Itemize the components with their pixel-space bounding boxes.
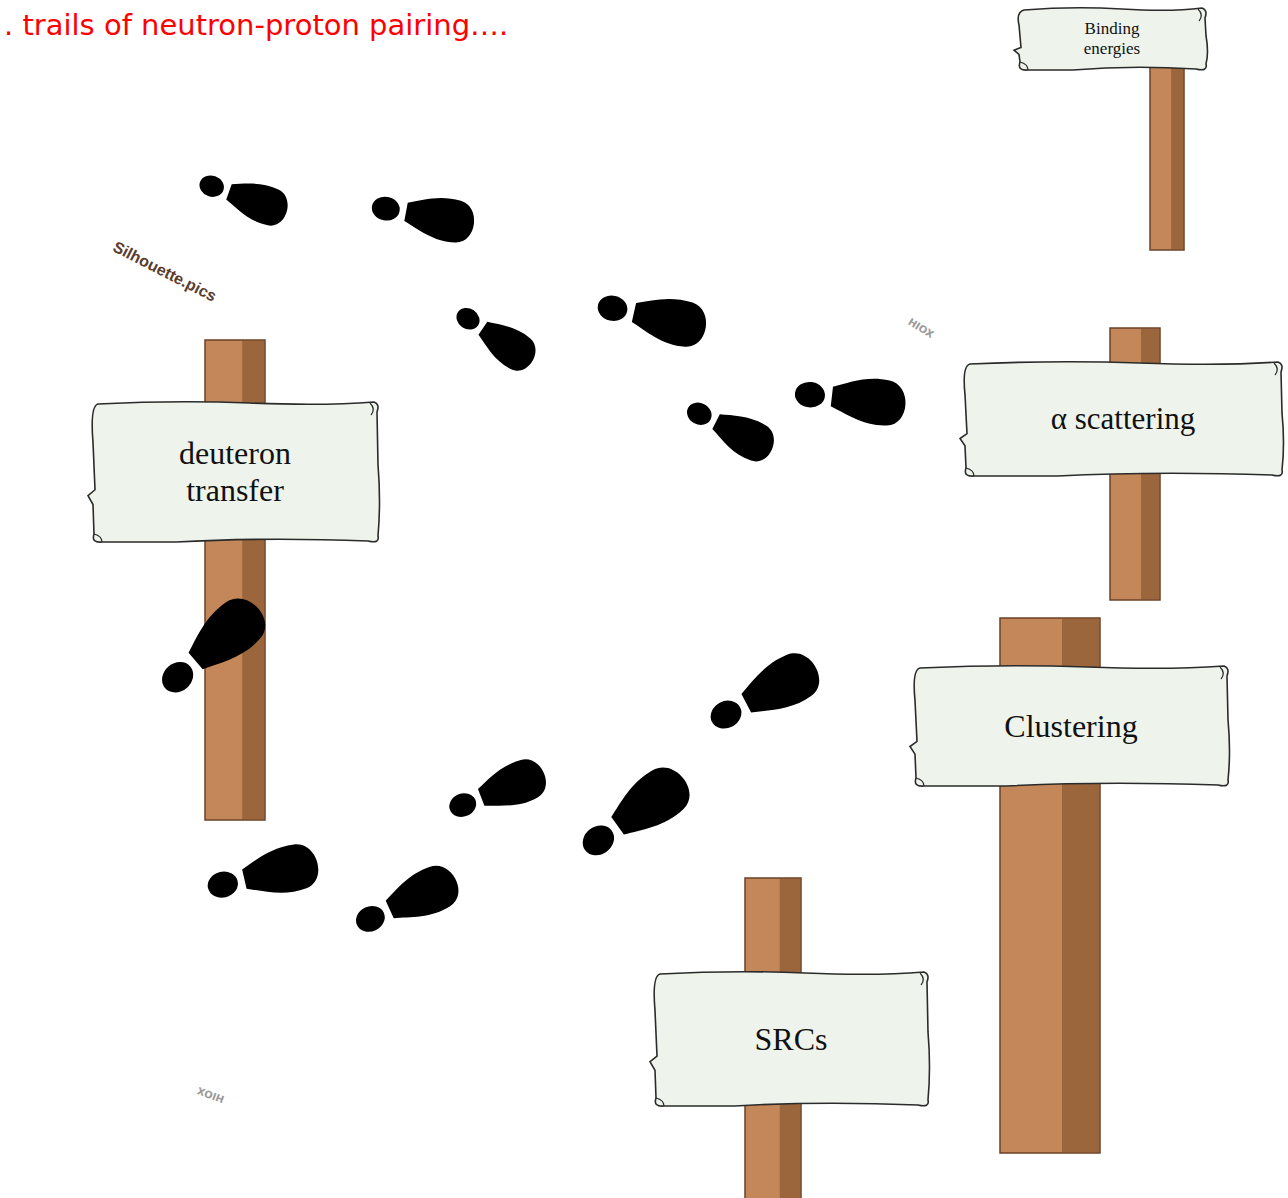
footprint-sole <box>239 840 322 902</box>
footprint-heel <box>352 901 389 936</box>
footprint <box>792 370 908 428</box>
footprint-heel <box>446 789 480 820</box>
footprint-heel <box>156 656 199 699</box>
footprint <box>194 164 293 231</box>
board-outline <box>910 666 1230 786</box>
footprint <box>448 296 543 377</box>
footprint <box>148 589 274 707</box>
signboard: α scattering <box>960 358 1286 480</box>
footprint <box>368 184 478 246</box>
footprint-heel <box>370 194 402 223</box>
footprint-heel <box>706 695 747 734</box>
watermark: Silhouette.pics <box>110 238 220 306</box>
footprint <box>203 840 323 910</box>
footprint-heel <box>205 869 240 901</box>
footprint-sole <box>629 290 711 351</box>
footprint-sole <box>707 404 780 467</box>
board-curl <box>1220 667 1223 679</box>
footprint-sole <box>223 174 293 230</box>
board-curl <box>1198 9 1201 21</box>
sign-text: SRCs <box>755 1021 828 1058</box>
footprint-heel <box>196 172 226 200</box>
signboard: Clustering <box>910 662 1232 790</box>
footprint <box>679 390 780 467</box>
watermark: HIOX <box>906 316 936 340</box>
sign-text: α scattering <box>1051 401 1196 437</box>
footprint-sole <box>472 313 542 377</box>
sign-posts <box>205 55 1184 1198</box>
board-curl <box>966 468 974 476</box>
footprint-sole <box>829 374 908 428</box>
footprints <box>148 164 908 945</box>
board-curl <box>1020 62 1028 70</box>
footprint <box>347 859 465 945</box>
footprint <box>700 645 826 743</box>
footprint <box>593 282 711 351</box>
footprint-heel <box>683 398 715 429</box>
sign-post <box>1150 55 1184 250</box>
footprint-sole <box>735 645 827 725</box>
board-curl <box>370 403 373 415</box>
board-curl <box>916 778 924 786</box>
footprint <box>442 754 551 830</box>
board-outline <box>88 402 380 542</box>
board-outline <box>960 362 1284 476</box>
post-wood <box>1150 55 1184 250</box>
footprint-sole <box>380 859 465 930</box>
signboard: deuteron transfer <box>88 398 382 546</box>
board-curl <box>920 973 923 985</box>
board-outline <box>650 972 930 1106</box>
sign-text: Binding energies <box>1067 19 1157 58</box>
footprint-heel <box>577 819 620 861</box>
footprint-sole <box>474 754 552 817</box>
footprint-heel <box>794 380 827 409</box>
footprint-heel <box>452 304 483 334</box>
footprint-sole <box>402 191 478 246</box>
footprint-sole <box>603 758 698 846</box>
post-shade <box>1171 56 1183 249</box>
board-curl <box>94 534 102 542</box>
board-outline <box>1014 8 1208 70</box>
signboard: SRCs <box>650 968 932 1110</box>
watermark: HIOX <box>196 1085 226 1105</box>
signboard: Binding energies <box>1014 4 1210 74</box>
board-curl <box>656 1098 664 1106</box>
board-curl <box>1274 363 1277 375</box>
slide-title: . trails of neutron-proton pairing…. <box>4 8 508 42</box>
sign-text: Clustering <box>1004 708 1137 745</box>
footprint <box>570 758 698 870</box>
footprint-heel <box>595 293 630 324</box>
sign-text: deuteron transfer <box>150 435 320 509</box>
footprint-sole <box>179 589 274 681</box>
